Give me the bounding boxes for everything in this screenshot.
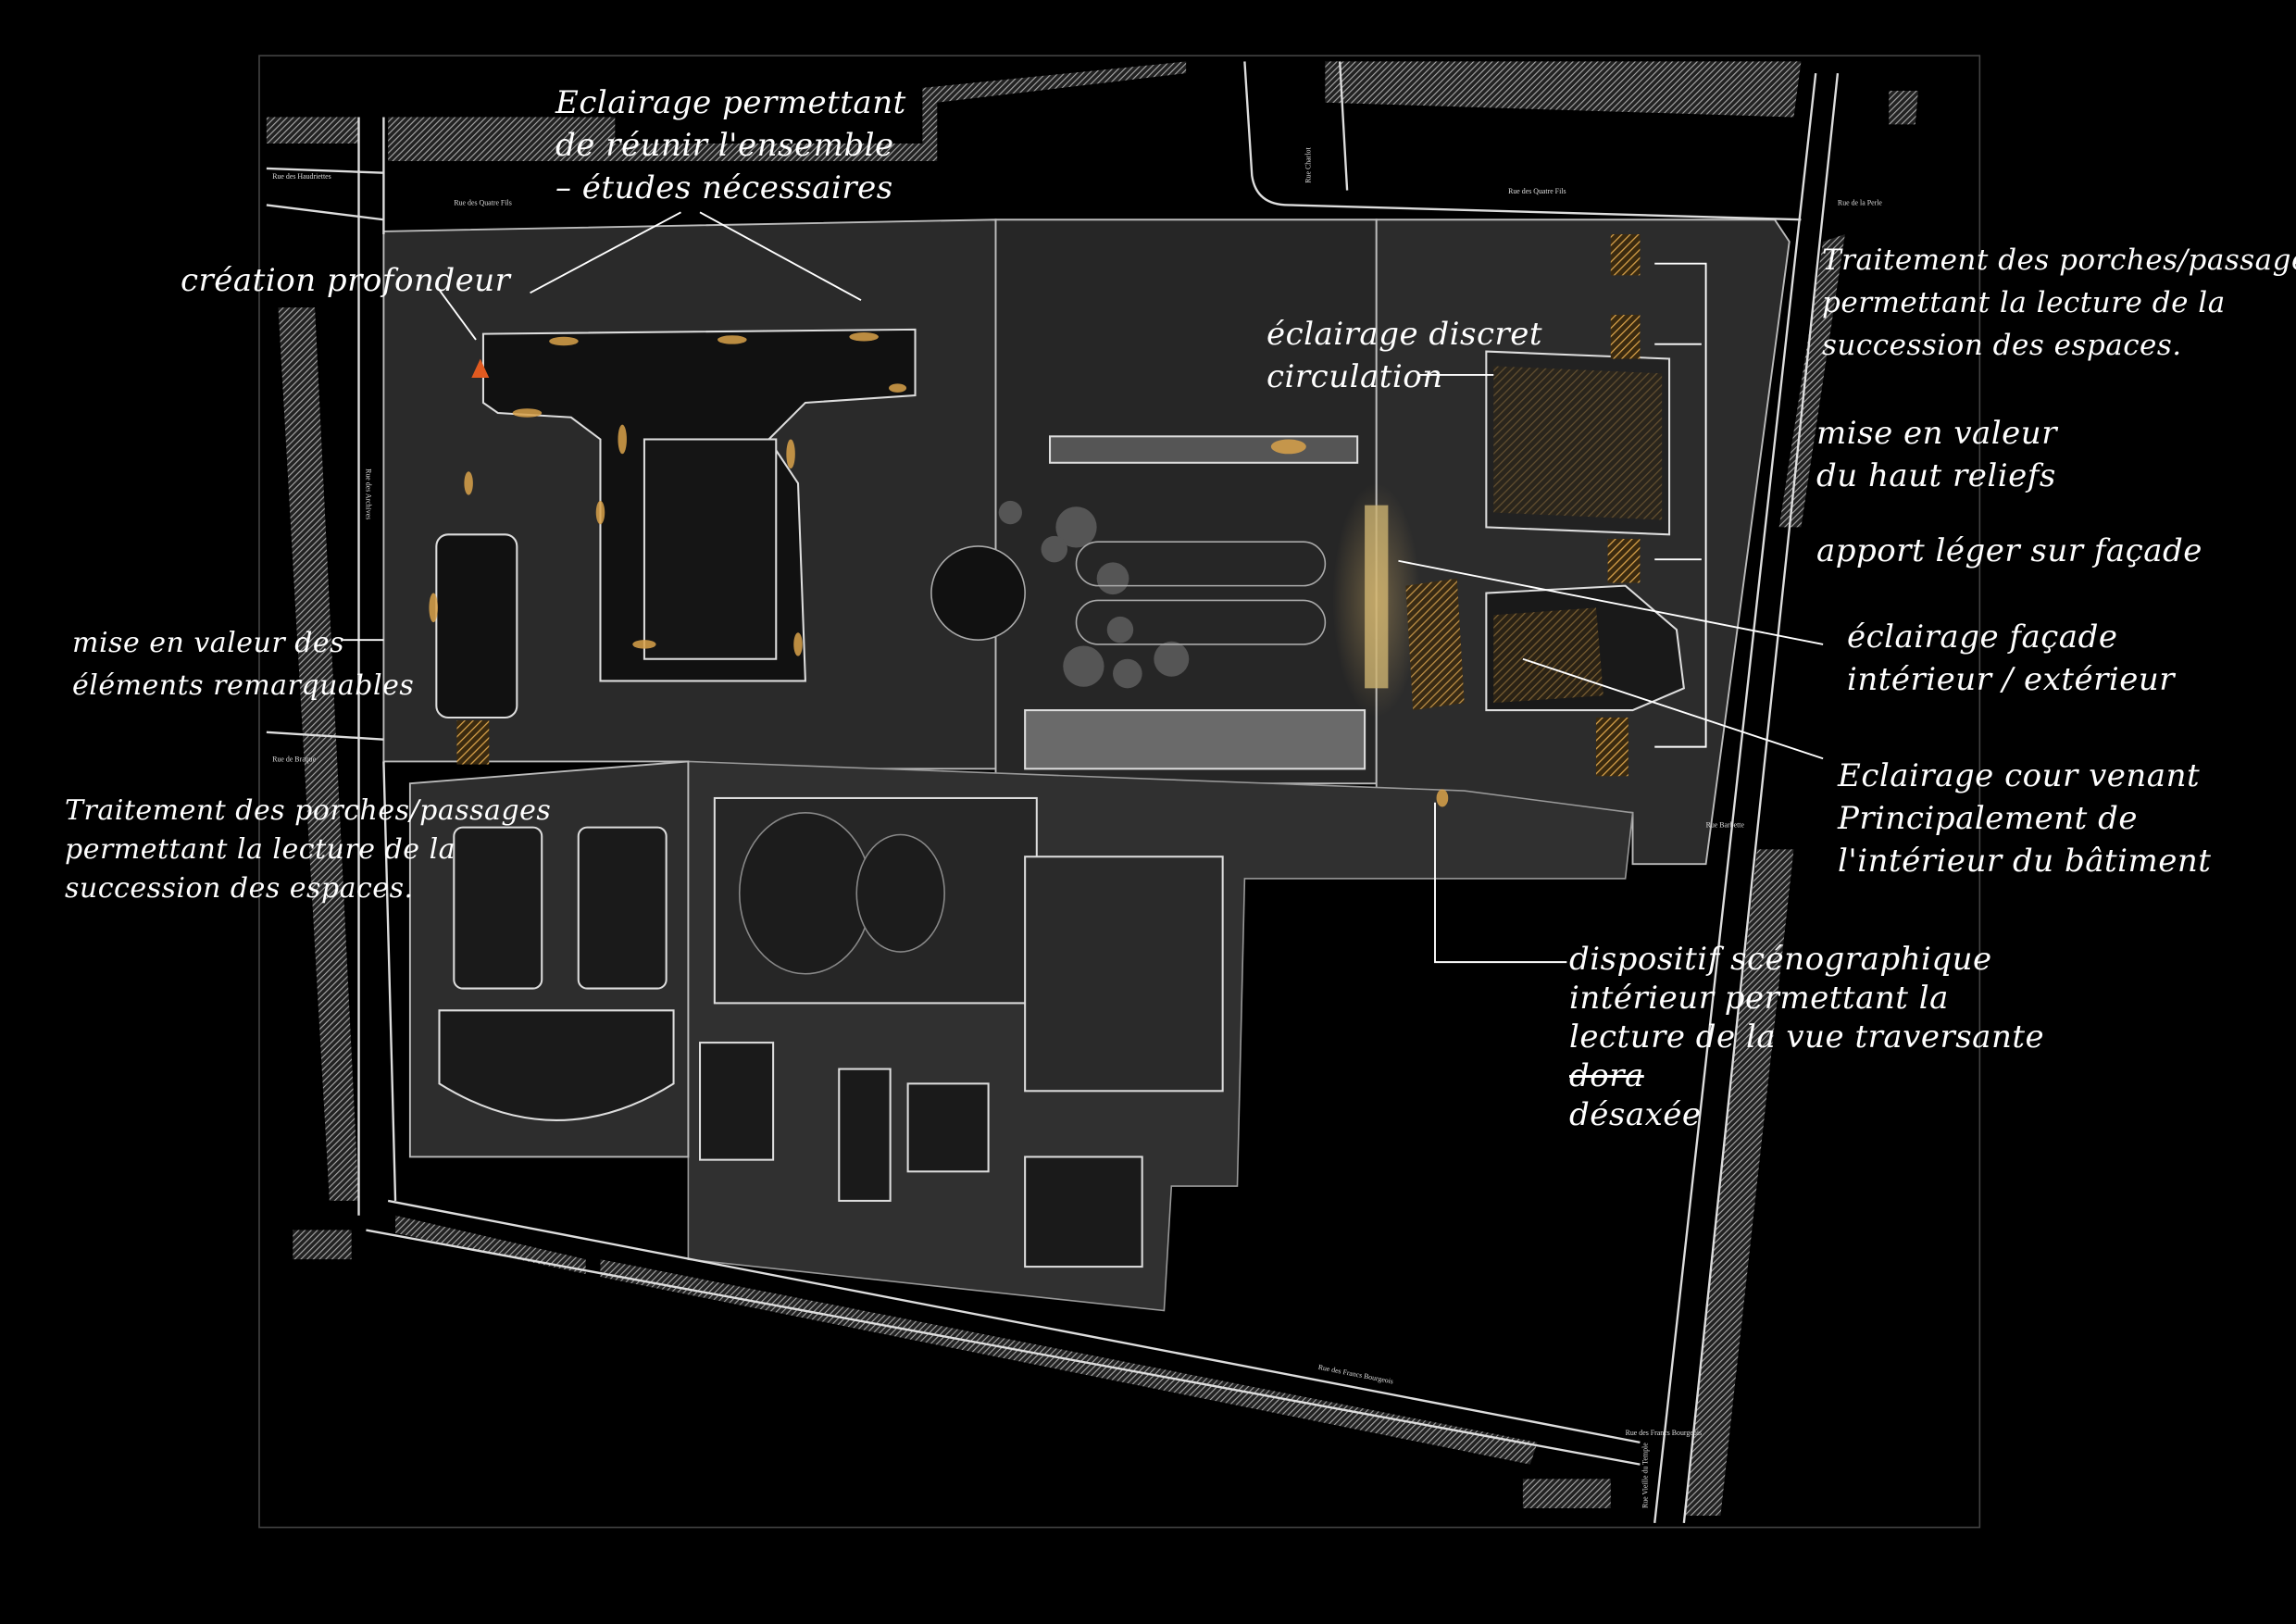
annotation-line: désaxée <box>1569 1096 1702 1133</box>
annotation-line: circulation <box>1267 358 1443 395</box>
street-label: Rue Barbette <box>1706 821 1745 830</box>
street-label: Rue Charlot <box>1304 147 1313 183</box>
street-label: Rue de Braque <box>272 755 316 763</box>
annotation-porches-right: Traitement des porches/passages permetta… <box>1822 239 2296 367</box>
annotation-line: permettant la lecture de la <box>1822 286 2226 319</box>
annotation-line: mise en valeur <box>1816 415 2057 452</box>
annotation-line: intérieur permettant la <box>1569 980 1949 1017</box>
plan-frame <box>258 55 1981 1529</box>
annotation-line: éléments remarquables <box>72 669 415 702</box>
annotation-line: lecture de la vue traversante <box>1569 1018 2045 1056</box>
annotation-line: Traitement des porches/passages <box>65 794 552 827</box>
road-lines <box>266 61 1840 1524</box>
annotation-ensemble: Eclairage permettant de réunir l'ensembl… <box>555 81 906 209</box>
annotation-line: création profondeur <box>181 262 511 299</box>
street-label: Rue des Archives <box>364 468 372 519</box>
annotation-line: dispositif scénographique <box>1569 941 1992 978</box>
annotation-line: – études nécessaires <box>555 169 893 206</box>
annotation-scenographique: dispositif scénographique intérieur perm… <box>1569 940 2044 1134</box>
annotation-elements: mise en valeur des éléments remarquables <box>72 622 414 707</box>
annotation-line: éclairage discret <box>1267 316 1543 353</box>
street-label: Rue des Quatre Fils <box>454 198 511 206</box>
annotation-haut-relief: mise en valeur du haut reliefs <box>1816 412 2057 497</box>
annotation-line: apport léger sur façade <box>1816 532 2202 569</box>
annotation-line: de réunir l'ensemble <box>555 127 894 164</box>
annotation-line-struck: dora <box>1569 1057 1644 1094</box>
annotation-facade-leger: apport léger sur façade <box>1816 530 2202 572</box>
lighting-patches <box>429 234 1663 807</box>
annotation-line: succession des espaces. <box>65 872 414 905</box>
street-label: Rue des Haudriettes <box>272 172 331 181</box>
street-label: Rue des Quatre Fils <box>1508 187 1566 195</box>
annotation-line: succession des espaces. <box>1822 329 2182 362</box>
street-label: Rue de la Perle <box>1838 198 1882 206</box>
annotation-cour: Eclairage cour venant Principalement de … <box>1838 755 2211 882</box>
street-label: Rue des Francs Bourgeois <box>1626 1429 1702 1437</box>
annotation-line: l'intérieur du bâtiment <box>1838 843 2212 880</box>
leader-lines <box>341 211 1824 964</box>
surrounding-buildings <box>266 61 1918 1516</box>
annotation-profondeur: création profondeur <box>181 259 510 302</box>
annotation-line: du haut reliefs <box>1816 457 2056 494</box>
annotation-line: Traitement des porches/passages <box>1822 244 2296 277</box>
annotation-line: éclairage façade <box>1847 618 2118 656</box>
annotation-line: intérieur / extérieur <box>1847 661 2176 698</box>
annotation-line: Eclairage permettant <box>555 84 906 121</box>
street-label: Rue Vieille du Temple <box>1641 1443 1649 1508</box>
annotation-line: mise en valeur des <box>72 627 345 659</box>
annotation-line: Principalement de <box>1838 800 2138 837</box>
garden-trees <box>738 500 1327 975</box>
annotation-facade-int-ext: éclairage façade intérieur / extérieur <box>1847 616 2175 701</box>
annotation-line: Eclairage cour venant <box>1838 757 2201 794</box>
annotation-circulation: éclairage discret circulation <box>1267 313 1542 398</box>
annotation-line: permettant la lecture de la <box>65 833 456 866</box>
annotation-porches-left: Traitement des porches/passages permetta… <box>65 792 551 908</box>
arrow-marker <box>471 358 490 379</box>
